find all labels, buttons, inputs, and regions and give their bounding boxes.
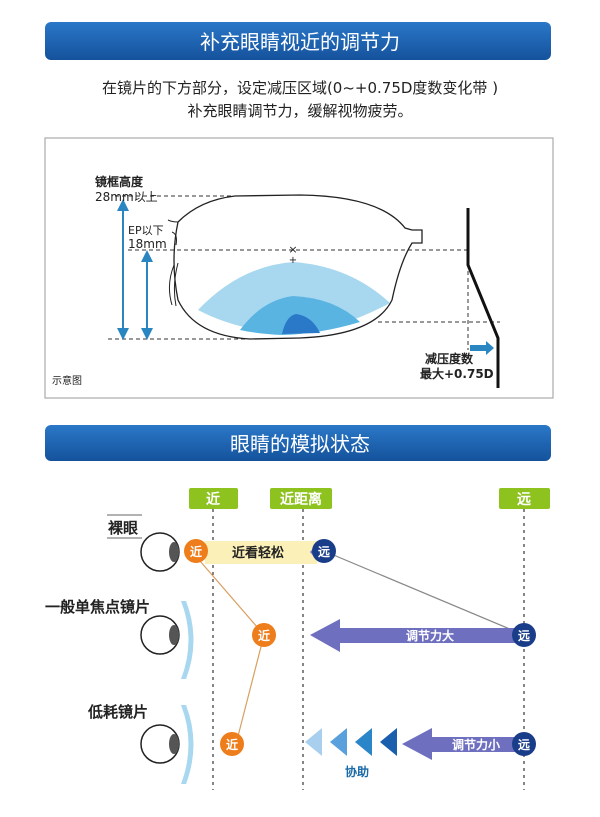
- row-label-naked-eye: 裸眼: [108, 519, 138, 537]
- row-label-low-fatigue: 低耗镜片: [87, 703, 148, 721]
- eye-icon: [140, 615, 180, 655]
- svg-text:远: 远: [318, 545, 330, 559]
- decompress-arrow: [470, 341, 494, 355]
- near-point-connector: [199, 560, 265, 745]
- frame-height-label: 镜框高度: [95, 174, 144, 189]
- column-label-far: 远: [517, 492, 531, 508]
- eye-icon: [140, 724, 180, 764]
- svg-text:近: 近: [258, 628, 270, 643]
- easy-near-label: 近看轻松: [232, 545, 284, 561]
- section1-title: 补充眼睛视近的调节力: [200, 30, 400, 54]
- section1-banner: 补充眼睛视近的调节力: [45, 22, 551, 60]
- svg-text:远: 远: [518, 738, 530, 752]
- assist-triangle: [380, 728, 397, 756]
- far-point-marker: 远: [312, 539, 336, 563]
- center-plus: +: [289, 255, 297, 266]
- lens-diagram: 镜框高度 28mm以上 EP以下 18mm × + 减压度数 最大+0.75D …: [44, 137, 554, 399]
- accommodation-small-arrow: [402, 728, 520, 760]
- assist-triangle: [305, 728, 322, 756]
- section2-banner: 眼睛的模拟状态: [45, 425, 551, 461]
- far-point-marker: 远: [512, 623, 536, 647]
- lens-outline: [173, 194, 423, 340]
- zone-dark: [282, 314, 320, 334]
- lens-icon: [181, 601, 194, 679]
- description-line-2: 补充眼睛调节力，缓解视物疲劳。: [187, 102, 412, 120]
- near-point-marker: 近: [220, 732, 244, 756]
- column-tag-near-distance: [270, 488, 332, 509]
- description-line-1: 在镜片的下方部分，设定减压区域(0~+0.75D度数变化带 ): [102, 79, 498, 97]
- accommodation-large-arrow: [310, 619, 520, 652]
- column-label-near: 近: [206, 491, 220, 508]
- decompress-label: 减压度数: [425, 351, 474, 366]
- far-point-marker: 远: [512, 732, 536, 756]
- row-label-single-vision: 一般单焦点镜片: [45, 598, 150, 616]
- assist-label: 协助: [345, 764, 369, 779]
- ep-label: EP以下: [128, 224, 164, 237]
- svg-text:近: 近: [226, 737, 238, 752]
- assist-triangle: [330, 728, 347, 756]
- power-profile-line: [466, 208, 500, 388]
- svg-text:远: 远: [518, 629, 530, 643]
- near-point-marker: 近: [252, 623, 276, 647]
- distance-columns: 近 近距离 远: [189, 488, 550, 790]
- fitting-cross: ×: [288, 243, 297, 256]
- lens-icon: [181, 705, 194, 784]
- accommodation-large-label: 调节力大: [406, 628, 454, 643]
- decompress-value: 最大+0.75D: [420, 366, 494, 381]
- ep-value: 18mm: [128, 237, 167, 251]
- frame-height-value: 28mm以上: [95, 190, 158, 204]
- easy-near-band: [205, 541, 317, 564]
- diagram-caption: 示意图: [52, 374, 82, 387]
- accommodation-small-label: 调节力小: [452, 737, 500, 752]
- column-tag-near: [189, 488, 238, 509]
- assist-triangle: [355, 728, 372, 756]
- column-label-near-distance: 近距离: [280, 491, 322, 508]
- column-tag-far: [499, 488, 550, 509]
- near-point-marker: 近: [184, 539, 208, 563]
- eye-icon: [140, 532, 180, 572]
- svg-text:近: 近: [190, 544, 202, 559]
- section2-title: 眼睛的模拟状态: [230, 432, 370, 456]
- far-point-connector: [323, 550, 525, 636]
